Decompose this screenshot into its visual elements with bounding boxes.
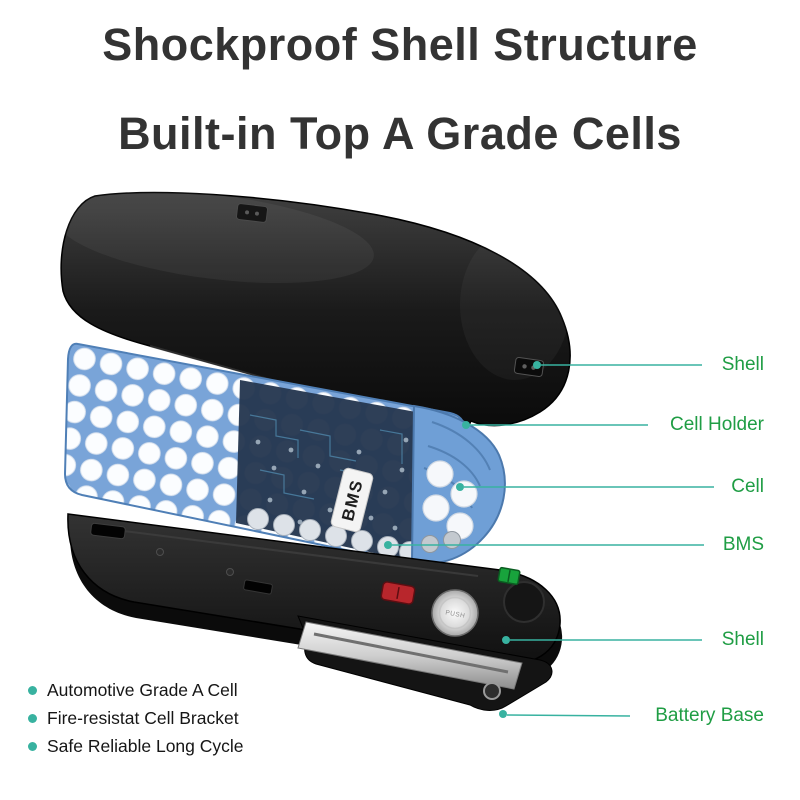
- cell-holder: BMS: [63, 342, 506, 568]
- output-connector: [497, 566, 521, 586]
- callout-label-shell-base: Shell: [721, 629, 764, 650]
- key-slot: [243, 579, 273, 595]
- title-line-1: Shockproof Shell Structure: [102, 19, 698, 70]
- callout-dot-shell-top: [533, 361, 541, 369]
- feature-text: Fire-resistat Cell Bracket: [47, 707, 239, 728]
- callout-dot-shell-base: [502, 636, 510, 644]
- feature-list: Automotive Grade A Cell Fire-resistat Ce…: [28, 676, 244, 760]
- feature-item: Fire-resistat Cell Bracket: [28, 704, 244, 732]
- power-switch: [380, 581, 416, 605]
- callout-label-cell-holder: Cell Holder: [670, 414, 764, 435]
- shell-emblem-icon: [235, 203, 269, 223]
- callout-label-battery-base: Battery Base: [655, 705, 764, 726]
- callout-lines: [384, 361, 714, 718]
- callout-dot-cell: [456, 483, 464, 491]
- push-lock-dial: PUSH: [431, 589, 479, 637]
- feature-item: Safe Reliable Long Cycle: [28, 732, 244, 760]
- bullet-icon: [28, 741, 37, 751]
- feature-text: Automotive Grade A Cell: [47, 679, 238, 700]
- callout-label-shell-top: Shell: [721, 354, 764, 375]
- battery-base: PUSH: [67, 513, 563, 711]
- callout-label-cell: Cell: [731, 476, 764, 497]
- callout-line-battery-base: [506, 714, 631, 717]
- page-title: Shockproof Shell Structure Built-in Top …: [0, 22, 800, 156]
- callout-dot-battery-base: [499, 710, 507, 718]
- feature-item: Automotive Grade A Cell: [28, 676, 244, 704]
- bms-tag: BMS: [330, 467, 374, 533]
- charge-port: [90, 522, 126, 540]
- bullet-icon: [28, 685, 37, 695]
- bullet-icon: [28, 713, 37, 723]
- callout-dot-cell-holder: [462, 421, 470, 429]
- push-dial-label: PUSH: [445, 609, 466, 619]
- mounting-rail: [297, 621, 523, 690]
- callout-dot-bms: [384, 541, 392, 549]
- feature-text: Safe Reliable Long Cycle: [47, 735, 244, 756]
- title-line-2: Built-in Top A Grade Cells: [118, 108, 682, 159]
- callout-label-bms: BMS: [722, 534, 764, 555]
- lock-housing: [503, 581, 545, 623]
- rail-hole: [483, 682, 501, 700]
